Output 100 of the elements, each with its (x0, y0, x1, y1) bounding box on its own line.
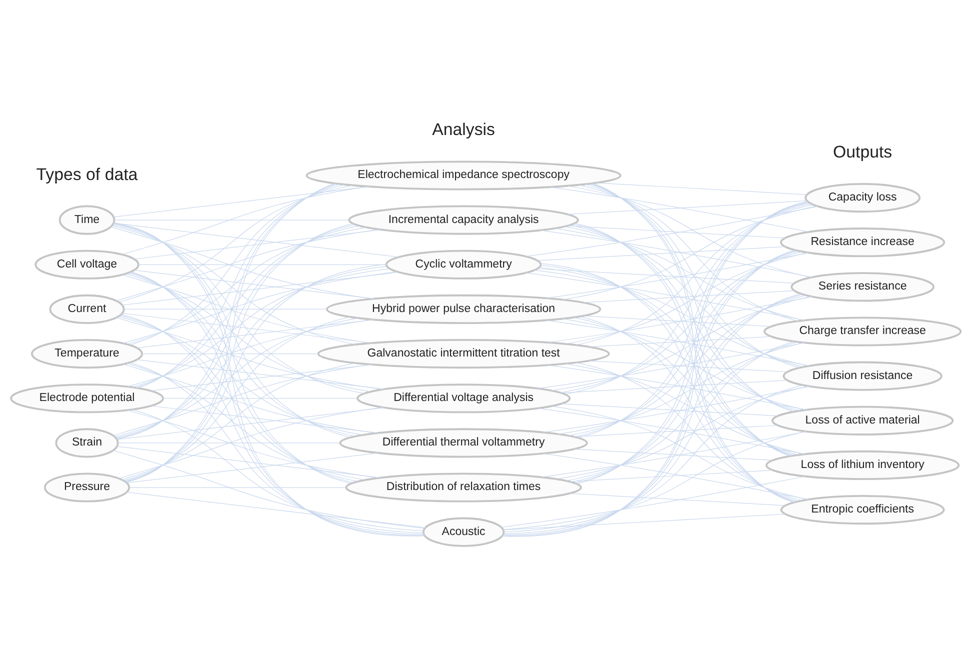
node-ellipse: Series resistance (790, 272, 934, 302)
connector (126, 183, 335, 483)
connector (542, 453, 810, 500)
connector (538, 342, 805, 389)
connector (122, 313, 372, 344)
node-ellipse: Cyclic voltammetry (385, 250, 542, 280)
connector (561, 380, 788, 394)
connector (503, 341, 794, 534)
label: Types of data (36, 164, 138, 184)
node-ellipse: Hybrid power pulse characterisation (326, 294, 602, 324)
connector (551, 406, 808, 500)
connector (541, 431, 807, 478)
connector (125, 273, 371, 392)
node-ellipse: Distribution of relaxation times (345, 472, 582, 502)
connector (116, 183, 337, 440)
connector (546, 320, 810, 366)
connector (574, 448, 773, 461)
connector (116, 407, 385, 440)
connector (116, 446, 381, 478)
connector (589, 184, 794, 412)
connector (539, 267, 800, 411)
node-ellipse: Differential thermal voltammetry (339, 428, 588, 458)
node-ellipse: Loss of active material (771, 406, 954, 436)
node-ellipse: Pressure (44, 472, 130, 502)
label: Outputs (832, 142, 892, 162)
connector (574, 250, 796, 484)
connector (114, 186, 370, 218)
node-ellipse: Differential voltage analysis (356, 384, 571, 414)
node-ellipse: Electrode potential (10, 384, 164, 414)
connector (583, 316, 772, 327)
connector (591, 183, 790, 456)
node-ellipse: Strain (55, 428, 119, 458)
connector (596, 182, 808, 195)
connector (585, 184, 800, 368)
connector (150, 364, 373, 392)
connector (526, 272, 805, 321)
connector (583, 290, 794, 303)
connector (564, 226, 804, 368)
connector (546, 252, 810, 298)
connector (573, 317, 799, 456)
connector (118, 442, 340, 444)
connector (574, 250, 799, 438)
connector (574, 222, 795, 502)
connector (138, 264, 386, 265)
connector (129, 487, 346, 488)
connector (136, 359, 385, 390)
node-ellipse: Charge transfer increase (763, 316, 962, 346)
node-ellipse: Acoustic (422, 517, 505, 547)
connector (129, 362, 424, 534)
connector (124, 308, 328, 310)
node-ellipse: Resistance increase (780, 228, 946, 258)
connector (567, 200, 808, 215)
connector (564, 252, 808, 344)
connector (560, 251, 802, 393)
connector (576, 202, 808, 484)
connector (502, 250, 795, 536)
connector (593, 183, 794, 503)
connector (561, 404, 778, 416)
connector (534, 270, 809, 366)
connector (570, 224, 796, 412)
connector (576, 204, 814, 346)
connector (126, 452, 379, 484)
node-ellipse: Entropic coefficients (780, 495, 945, 525)
connector (556, 386, 809, 480)
node-ellipse: Electrochemical impedance spectroscopy (306, 160, 622, 190)
connector (572, 294, 803, 482)
connector (130, 272, 425, 536)
connector (122, 272, 400, 306)
node-ellipse: Diffusion resistance (782, 361, 942, 391)
connector (502, 201, 808, 537)
connector (572, 224, 792, 456)
connector (550, 186, 810, 232)
connector (134, 270, 375, 300)
connector (578, 184, 798, 322)
connector (526, 206, 818, 257)
connector (540, 264, 795, 456)
connector (124, 264, 386, 482)
connector (502, 293, 802, 536)
connector (120, 314, 424, 535)
connector (537, 268, 794, 284)
connector (502, 431, 806, 530)
connector (537, 246, 786, 261)
connector (118, 185, 354, 302)
connector (576, 362, 802, 501)
node-ellipse: Galvanostatic intermittent titration test (317, 339, 610, 369)
connector (542, 386, 810, 433)
connector (150, 406, 379, 434)
connector (588, 336, 772, 348)
connector (540, 230, 813, 278)
connector (129, 184, 345, 346)
connector (567, 226, 786, 238)
connector (578, 202, 810, 438)
connector (126, 492, 426, 528)
connector (142, 353, 318, 354)
connector (554, 228, 804, 321)
node-ellipse: Loss of lithium inventory (765, 450, 960, 480)
connector (574, 425, 778, 438)
node-ellipse: Cell voltage (34, 250, 140, 280)
connector (501, 476, 806, 528)
connector (112, 450, 426, 529)
